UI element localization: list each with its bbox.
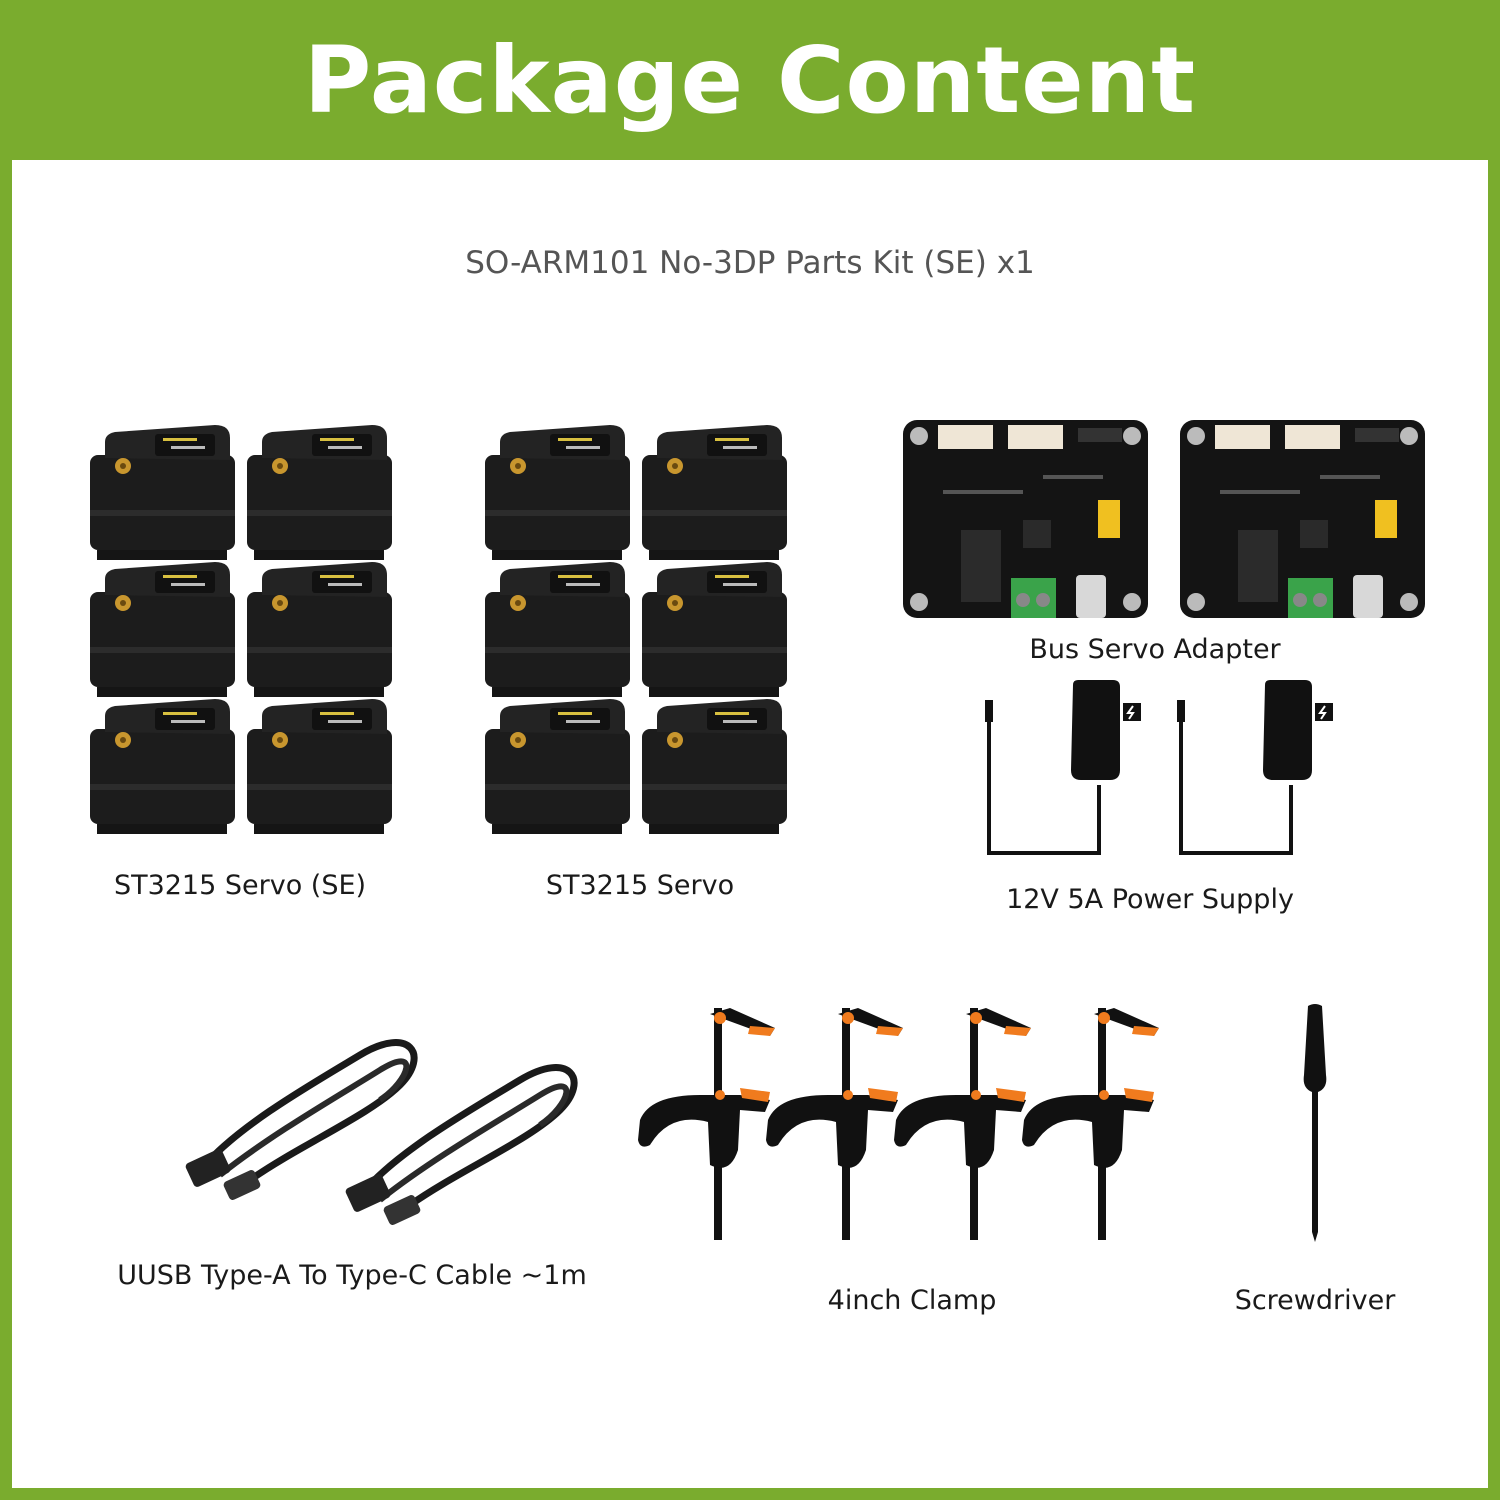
power-adapter-icon [1177,680,1333,855]
clamp-icon [894,1008,1031,1240]
servo-se-label: ST3215 Servo (SE) [113,870,367,901]
servo-group [485,425,787,834]
cable-group [185,1039,578,1225]
power-supply-label: 12V 5A Power Supply [1006,884,1294,915]
header-banner: Package Content [0,0,1500,160]
adapter-label: Bus Servo Adapter [1029,634,1281,665]
power-supply-group [985,680,1333,855]
usb-cable-icon [185,1039,418,1200]
servo-motor-icon [642,562,787,697]
servo-motor-icon [485,425,630,560]
servo-motor-icon [642,699,787,834]
clamp-icon [766,1008,903,1240]
servo-motor-icon [247,562,392,697]
kit-name: SO-ARM101 No-3DP Parts Kit (SE) x1 [465,245,1035,281]
usb-cable-icon [345,1064,578,1225]
clamp-label: 4inch Clamp [827,1285,997,1316]
servo-motor-icon [90,562,235,697]
page-title: Package Content [303,26,1197,134]
screwdriver-icon [1303,1004,1327,1242]
screwdriver-label: Screwdriver [1234,1285,1396,1316]
servo-motor-icon [90,699,235,834]
cable-label: UUSB Type-A To Type-C Cable ~1m [117,1260,587,1291]
circuit-board-icon [1180,420,1425,618]
adapter-group [903,420,1425,618]
servo-motor-icon [642,425,787,560]
servo-motor-icon [90,425,235,560]
servo-motor-icon [485,699,630,834]
servo-motor-icon [247,699,392,834]
servo-motor-icon [247,425,392,560]
clamp-icon [638,1008,775,1240]
servo-motor-icon [485,562,630,697]
clamp-icon [1022,1008,1159,1240]
clamp-group [638,1008,1159,1240]
servo-label: ST3215 Servo [545,870,735,901]
servo-se-group [90,425,392,834]
power-adapter-icon [985,680,1141,855]
circuit-board-icon [903,420,1148,618]
